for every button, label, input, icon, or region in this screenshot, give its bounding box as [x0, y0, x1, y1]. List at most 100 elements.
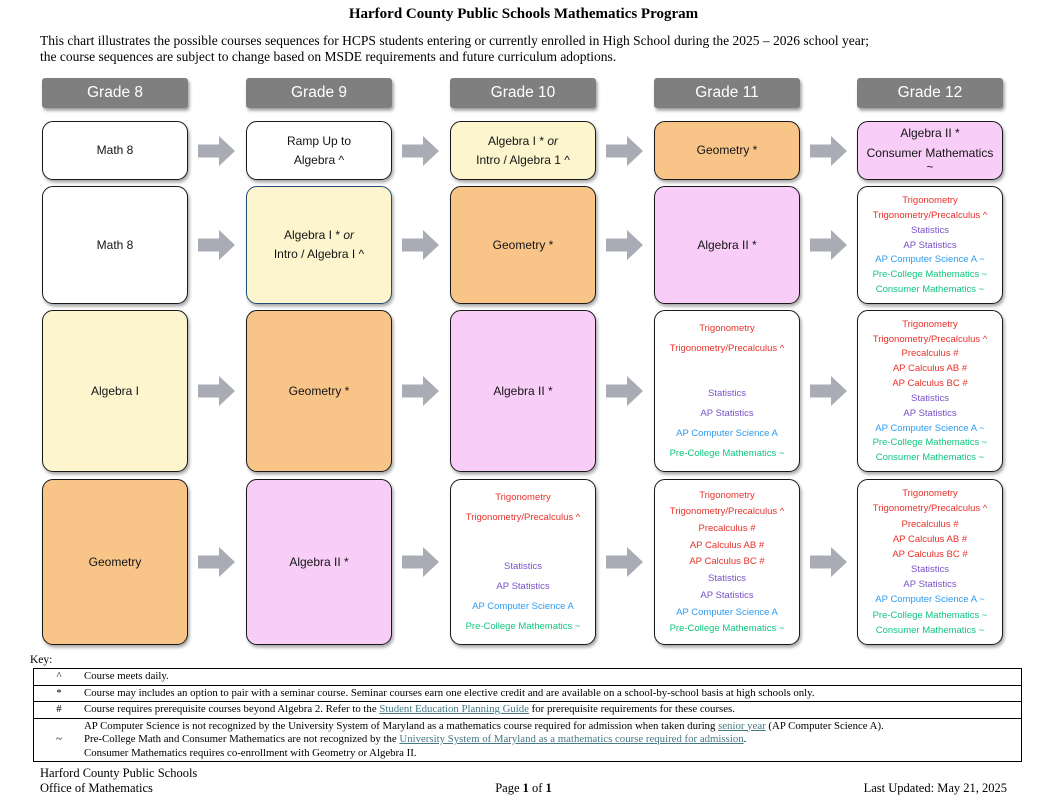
- course-option: Trigonometry: [699, 489, 755, 501]
- course-box-row3-grade8: Algebra I: [42, 310, 188, 472]
- course-label-line: Math 8: [50, 141, 180, 160]
- key-link[interactable]: University System of Maryland as a mathe…: [399, 733, 744, 745]
- course-option: Statistics: [910, 392, 949, 404]
- text-segment: Course requires prerequisite courses bey…: [84, 703, 380, 715]
- key-link[interactable]: Student Education Planning Guide: [379, 703, 529, 715]
- text-segment: Geometry: [88, 554, 142, 569]
- key-label: Key:: [30, 654, 53, 666]
- course-option: Trigonometry: [902, 318, 958, 330]
- course-option: AP Computer Science A ~: [875, 254, 985, 266]
- course-option: Pre-College Mathematics ~: [669, 448, 785, 460]
- key-symbol: ~: [56, 733, 62, 745]
- arrow-right-icon: [402, 229, 440, 261]
- key-symbol: ^: [56, 670, 62, 682]
- course-option: AP Statistics: [496, 581, 550, 593]
- course-option: Trigonometry/Precalculus ^: [669, 506, 785, 518]
- course-box-row2-grade9: Algebra I * or Intro / Algebra I ^: [246, 186, 392, 304]
- course-box-row2-grade8: Math 8: [42, 186, 188, 304]
- text-segment: Page: [495, 781, 523, 795]
- key-row-#: #Course requires prerequisite courses be…: [34, 701, 1021, 718]
- course-option: Trigonometry: [495, 491, 551, 503]
- arrow-right-icon: [809, 135, 848, 167]
- course-option: Consumer Mathematics ~: [875, 624, 985, 636]
- text-segment: of: [528, 781, 546, 795]
- course-option: Precalculus #: [901, 518, 959, 530]
- key-link[interactable]: senior year: [718, 719, 766, 732]
- course-option: AP Statistics: [903, 407, 957, 419]
- key-line: Course meets daily.: [84, 670, 1017, 684]
- arrow-right-icon: [198, 546, 236, 578]
- arrow-right-icon: [198, 375, 236, 407]
- arrow-right-icon: [402, 135, 440, 167]
- course-option: Trigonometry/Precalculus ^: [465, 511, 581, 523]
- course-label-line: Algebra II *: [254, 553, 384, 572]
- course-option: Pre-College Mathematics ~: [872, 437, 988, 449]
- text-segment: Algebra II *: [493, 383, 553, 398]
- course-label-line: Algebra II *: [458, 382, 588, 401]
- text-segment: Algebra ^: [293, 152, 345, 167]
- key-description: Course meets daily.: [84, 669, 1021, 685]
- course-label-line: Geometry *: [254, 382, 384, 401]
- text-segment: AP Computer Science is not recognized by…: [84, 719, 719, 732]
- text-segment: Math 8: [96, 143, 134, 158]
- course-option: Trigonometry: [699, 322, 755, 334]
- course-option: Trigonometry/Precalculus ^: [872, 333, 988, 345]
- course-label-line: Ramp Up to: [254, 132, 384, 151]
- course-option: Statistics: [910, 564, 949, 576]
- text-segment: Geometry *: [696, 143, 758, 158]
- grade-header-8: Grade 8: [42, 78, 188, 108]
- key-table: ^Course meets daily.*Course may includes…: [33, 668, 1022, 762]
- course-option: Pre-College Mathematics ~: [465, 621, 581, 633]
- course-option: Statistics: [707, 573, 746, 585]
- list-spacer: [657, 358, 797, 383]
- course-option: AP Calculus AB #: [892, 363, 968, 375]
- footer-org: Harford County Public Schools: [40, 766, 198, 780]
- text-segment: Geometry *: [288, 383, 350, 398]
- grade-header-10: Grade 10: [450, 78, 596, 108]
- course-option: AP Computer Science A ~: [875, 422, 985, 434]
- text-segment: Intro / Algebra I ^: [273, 247, 365, 261]
- course-box-row1-grade11: Geometry *: [654, 121, 800, 180]
- text-segment: Algebra II *: [697, 237, 757, 252]
- subtitle: This chart illustrates the possible cour…: [40, 33, 1018, 65]
- arrow-right-icon: [606, 546, 644, 578]
- course-option: AP Computer Science A ~: [875, 594, 985, 606]
- course-label-line: Algebra I * or: [254, 226, 384, 245]
- course-option: AP Statistics: [700, 589, 754, 601]
- course-option: AP Computer Science A: [472, 601, 574, 613]
- text-segment: Algebra I *: [487, 133, 548, 148]
- text-segment: 1: [545, 781, 552, 795]
- course-box-row2-grade10: Geometry *: [450, 186, 596, 304]
- text-segment: Course may includes an option to pair wi…: [84, 686, 815, 699]
- course-option: Statistics: [707, 387, 746, 399]
- course-option: Trigonometry: [902, 194, 958, 206]
- course-label-line: Intro / Algebra 1 ^: [458, 151, 588, 170]
- text-segment: 1: [522, 781, 529, 795]
- course-label-line: Algebra II *: [662, 236, 792, 255]
- course-box-row3-grade10: Algebra II *: [450, 310, 596, 472]
- course-option: Pre-College Mathematics ~: [872, 269, 988, 281]
- course-option: AP Calculus BC #: [689, 556, 765, 568]
- key-description: Course requires prerequisite courses bey…: [84, 702, 1021, 718]
- course-option: Precalculus #: [698, 523, 756, 535]
- key-row-~: ~ AP Computer Science is not recognized b…: [34, 717, 1021, 762]
- grade-header-12: Grade 12: [857, 78, 1003, 108]
- arrow-right-icon: [402, 546, 440, 578]
- course-option: AP Statistics: [903, 579, 957, 591]
- arrow-right-icon: [809, 375, 848, 407]
- course-option: Pre-College Mathematics ~: [872, 609, 988, 621]
- arrow-right-icon: [809, 229, 848, 261]
- footer-left: Harford County Public Schools Office of …: [40, 766, 197, 796]
- course-option: Statistics: [503, 560, 542, 572]
- course-option: AP Computer Science A: [676, 606, 778, 618]
- course-option: AP Calculus BC #: [892, 548, 968, 560]
- key-line: AP Computer Science is not recognized by…: [84, 720, 1017, 734]
- course-option: Consumer Mathematics ~: [875, 452, 985, 464]
- course-option: AP Statistics: [903, 239, 957, 251]
